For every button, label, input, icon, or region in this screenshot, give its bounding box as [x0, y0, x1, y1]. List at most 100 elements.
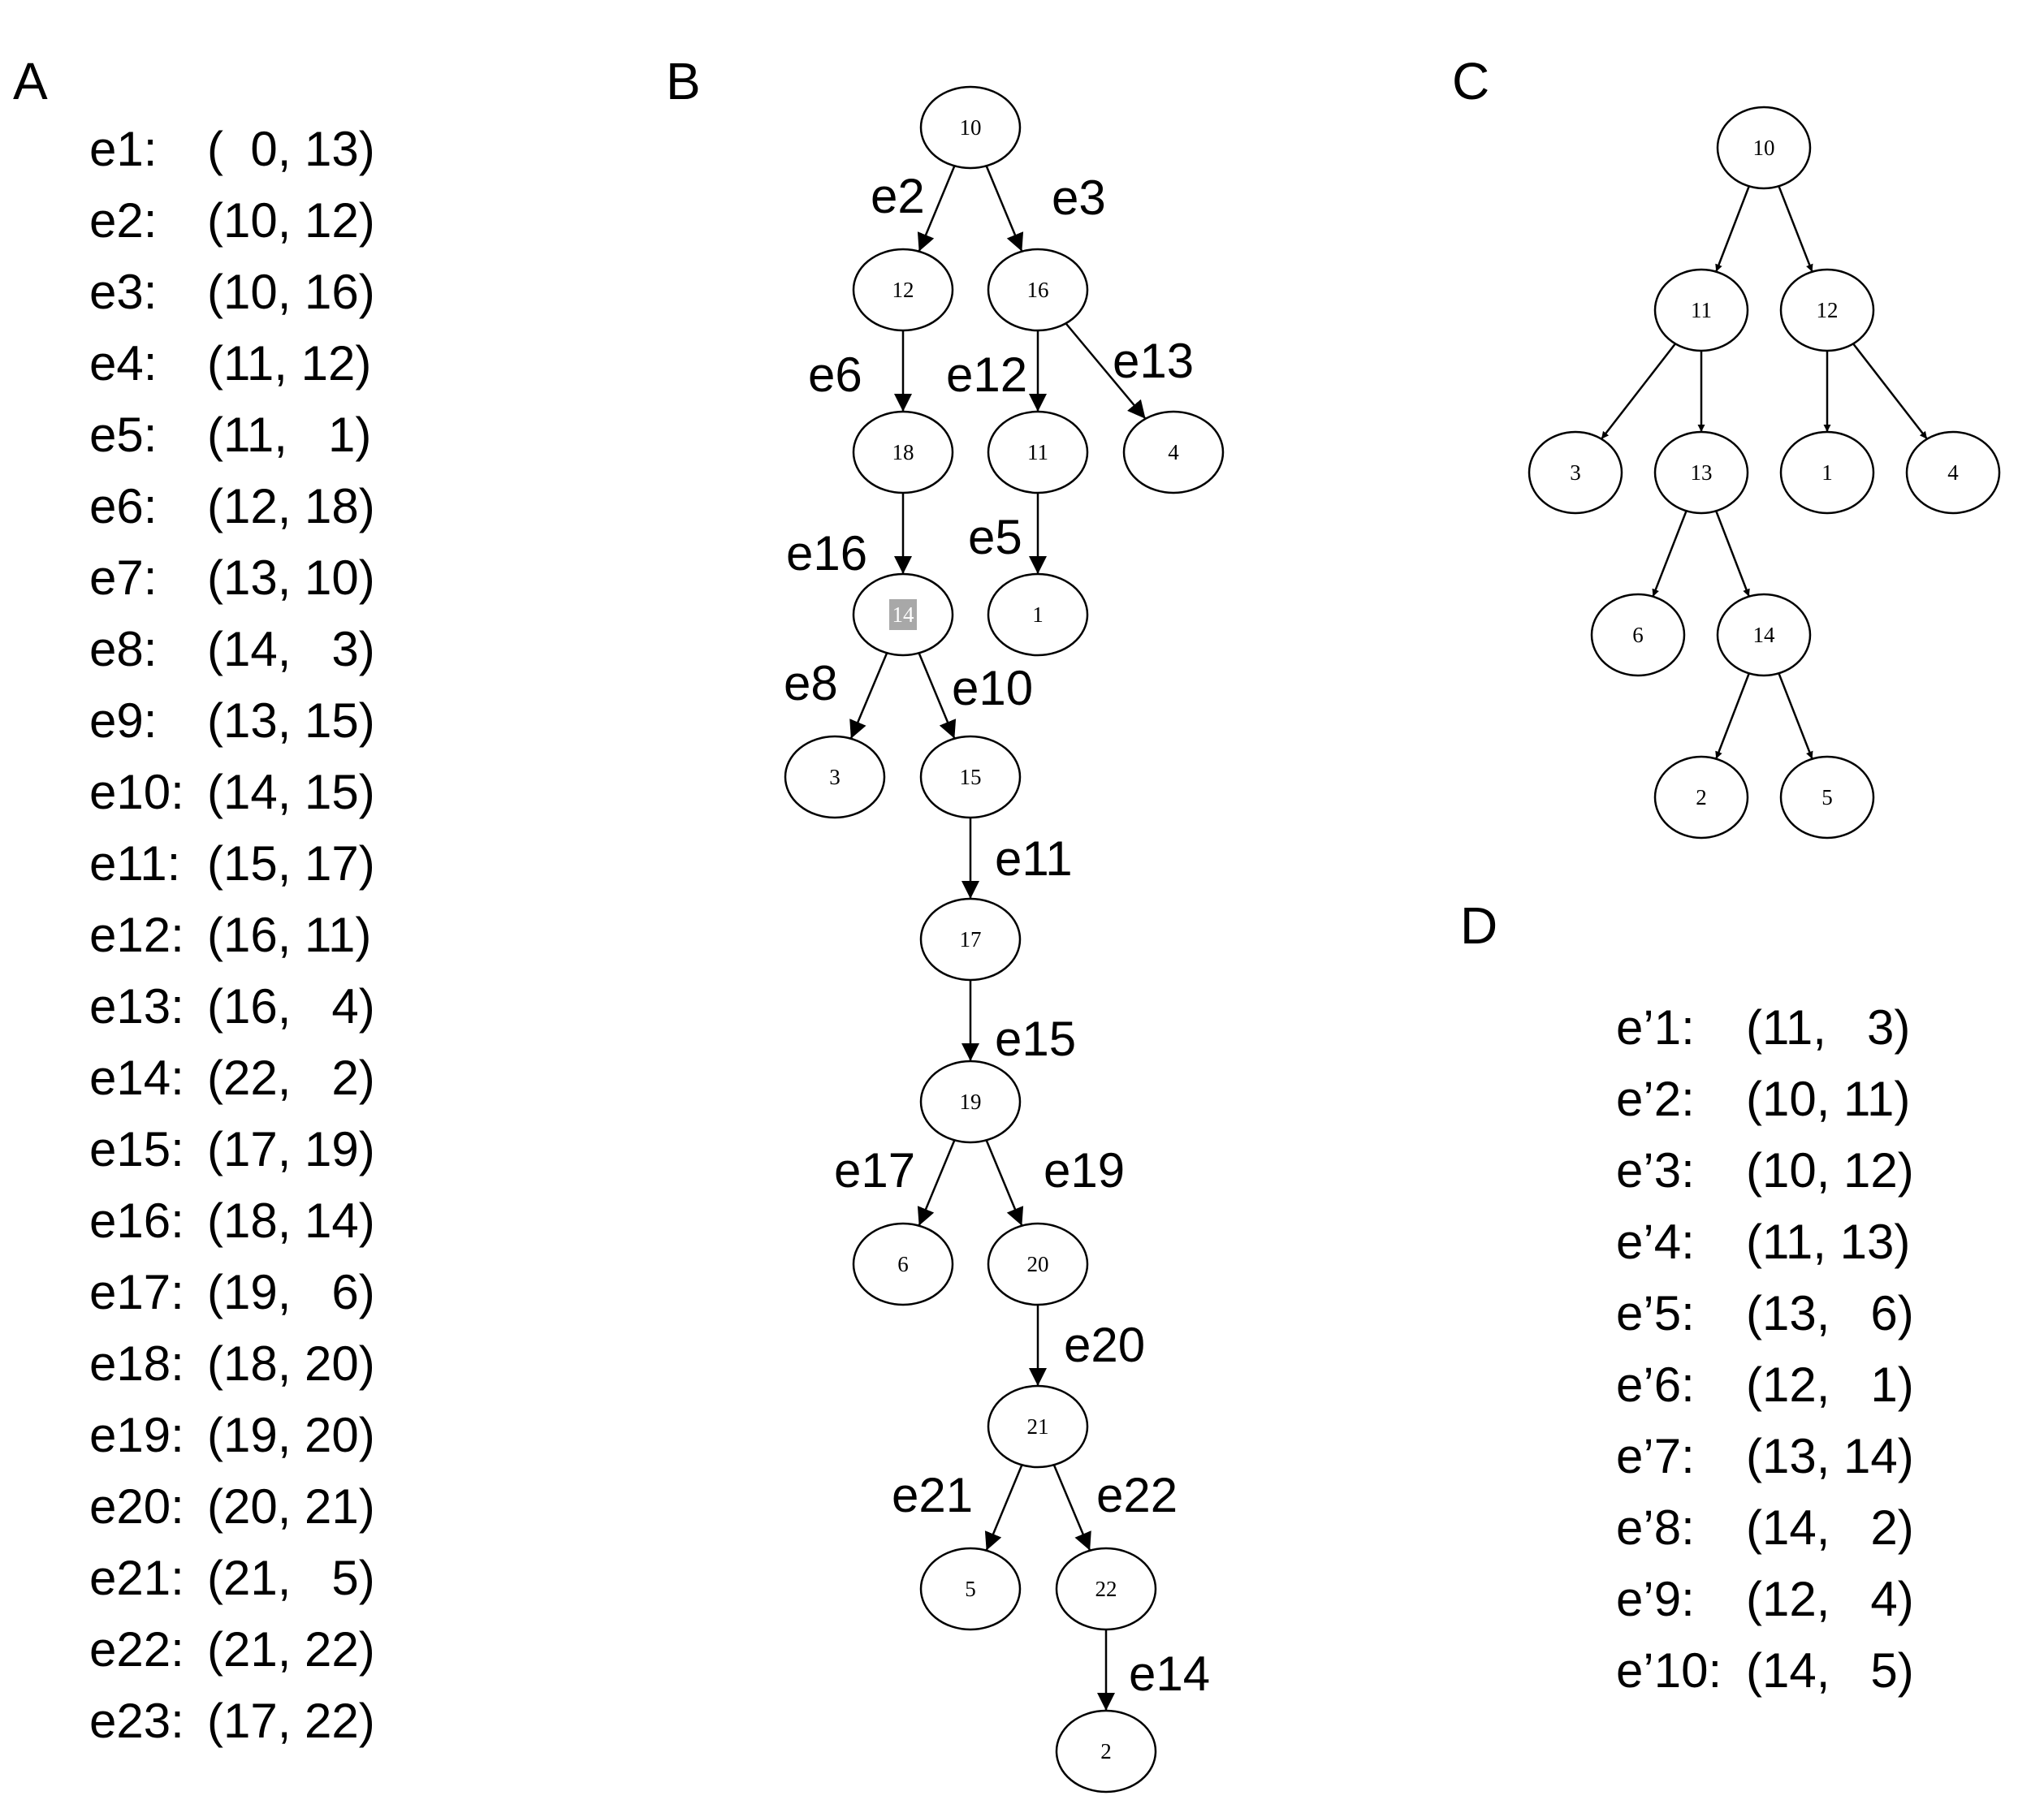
edge-label: e14 — [1129, 1647, 1210, 1701]
node-label: 10 — [1753, 136, 1775, 160]
edge-id: e20: — [89, 1479, 184, 1534]
edge-arrow — [917, 1139, 956, 1227]
edge-list-item: e19:(19, 20) — [89, 1400, 375, 1471]
edge-pair: (14, 15) — [207, 765, 375, 819]
edge-pair: (18, 20) — [207, 1336, 375, 1391]
tree-node: 2 — [1653, 755, 1749, 840]
tree-node: 20 — [987, 1222, 1089, 1306]
edge-list-d: e’1:(11, 3)e’2:(10, 11)e’3:(10, 12)e’4:(… — [1616, 992, 1914, 1707]
edge-list-item: e16:(18, 14) — [89, 1185, 375, 1257]
edge-id: e’3: — [1616, 1143, 1695, 1198]
node-label: 3 — [1570, 460, 1581, 485]
edge-label: e6 — [808, 347, 862, 402]
panel-label-c: C — [1452, 52, 1490, 110]
edge-arrow — [1601, 343, 1676, 440]
edge-list-item: e13:(16, 4) — [89, 971, 375, 1042]
edge-arrow — [1065, 322, 1147, 420]
node-highlight — [889, 599, 917, 630]
node-label: 2 — [1696, 785, 1707, 809]
edge-pair: (12, 18) — [207, 479, 375, 533]
tree-node: 2 — [1055, 1709, 1157, 1794]
tree-node: 5 — [919, 1547, 1022, 1631]
tree-node: 1 — [1779, 430, 1875, 515]
edge-label: e11 — [995, 831, 1073, 886]
edge-id: e5: — [89, 408, 158, 462]
edge-pair: ( 0, 13) — [207, 122, 375, 176]
node-ellipse — [784, 735, 886, 819]
tree-node: 22 — [1055, 1547, 1157, 1631]
node-label: 14 — [1753, 623, 1776, 647]
edge-pair: (13, 14) — [1746, 1429, 1914, 1483]
node-ellipse — [852, 410, 954, 494]
node-label: 10 — [960, 115, 982, 140]
tree-node: 3 — [784, 735, 886, 819]
edge-list-item: e’10:(14, 5) — [1616, 1635, 1914, 1707]
edge-id: e8: — [89, 622, 158, 676]
edge-pair: (11, 12) — [207, 336, 372, 391]
edge-label: e12 — [946, 347, 1027, 402]
edge-list-item: e17:(19, 6) — [89, 1257, 375, 1328]
edge-list-item: e14:(22, 2) — [89, 1042, 375, 1114]
panel-label-d: D — [1460, 896, 1498, 955]
edge-list-item: e23:(17, 22) — [89, 1686, 375, 1757]
tree-node: 10 — [919, 85, 1022, 170]
edge-list-item: e11:(15, 17) — [89, 828, 375, 900]
node-label: 20 — [1027, 1252, 1049, 1276]
node-label: 17 — [960, 927, 982, 952]
edge-list-item: e21:(21, 5) — [89, 1543, 375, 1614]
edge-list-item: e15:(17, 19) — [89, 1114, 375, 1185]
node-label: 5 — [965, 1577, 976, 1601]
edge-id: e’2: — [1616, 1072, 1695, 1126]
tree-node: 4 — [1122, 410, 1225, 494]
edge-pair: (10, 12) — [207, 193, 375, 248]
node-ellipse — [852, 1222, 954, 1306]
panel-label-b: B — [666, 52, 701, 110]
tree-node: 17 — [919, 897, 1022, 982]
edge-pair: (19, 20) — [207, 1408, 375, 1462]
edge-list-a: e1:( 0, 13)e2:(10, 12)e3:(10, 16)e4:(11,… — [89, 114, 375, 1757]
edge-id: e’1: — [1616, 1000, 1695, 1055]
node-ellipse — [1779, 268, 1875, 352]
edge-pair: (12, 4) — [1746, 1572, 1914, 1626]
edge-id: e3: — [89, 265, 158, 319]
edge-list-item: e12:(16, 11) — [89, 900, 375, 971]
node-label: 13 — [1691, 460, 1713, 485]
edge-id: e15: — [89, 1122, 184, 1176]
edge-list-item: e22:(21, 22) — [89, 1614, 375, 1686]
node-label: 14 — [892, 602, 915, 627]
edge-pair: (20, 21) — [207, 1479, 375, 1534]
edge-label: e17 — [834, 1143, 915, 1198]
edge-arrow — [1715, 185, 1750, 273]
edge-id: e’5: — [1616, 1286, 1695, 1340]
edge-arrow — [984, 1464, 1023, 1552]
edge-list-item: e’2:(10, 11) — [1616, 1064, 1914, 1135]
tree-node: 12 — [852, 248, 954, 332]
edge-id: e’8: — [1616, 1500, 1695, 1555]
node-ellipse — [1779, 755, 1875, 840]
node-label: 16 — [1027, 278, 1049, 302]
edge-list-item: e8:(14, 3) — [89, 614, 375, 685]
tree-node: 12 — [1779, 268, 1875, 352]
node-ellipse — [987, 1384, 1089, 1469]
edge-arrow — [985, 1139, 1024, 1227]
edge-list-item: e’7:(13, 14) — [1616, 1421, 1914, 1492]
node-ellipse — [1716, 106, 1812, 190]
tree-node: 6 — [852, 1222, 954, 1306]
node-label: 1 — [1032, 602, 1044, 627]
edge-label: e8 — [784, 656, 838, 710]
edge-list-item: e5: (11, 1) — [89, 399, 375, 471]
edge-pair: (11, 1) — [207, 408, 372, 462]
edge-list-item: e’1:(11, 3) — [1616, 992, 1914, 1064]
edge-id: e21: — [89, 1551, 184, 1605]
edge-id: e18: — [89, 1336, 184, 1391]
tree-node: 4 — [1905, 430, 2001, 515]
node-ellipse — [987, 248, 1089, 332]
edge-id: e6: — [89, 479, 158, 533]
edge-id: e4: — [89, 336, 158, 391]
edge-pair: (17, 22) — [207, 1694, 375, 1748]
edge-id: e13: — [89, 979, 184, 1034]
edge-pair: (13, 10) — [207, 550, 375, 605]
node-ellipse — [1055, 1547, 1157, 1631]
edge-list-item: e9:(13, 15) — [89, 685, 375, 757]
edge-id: e12: — [89, 908, 184, 962]
